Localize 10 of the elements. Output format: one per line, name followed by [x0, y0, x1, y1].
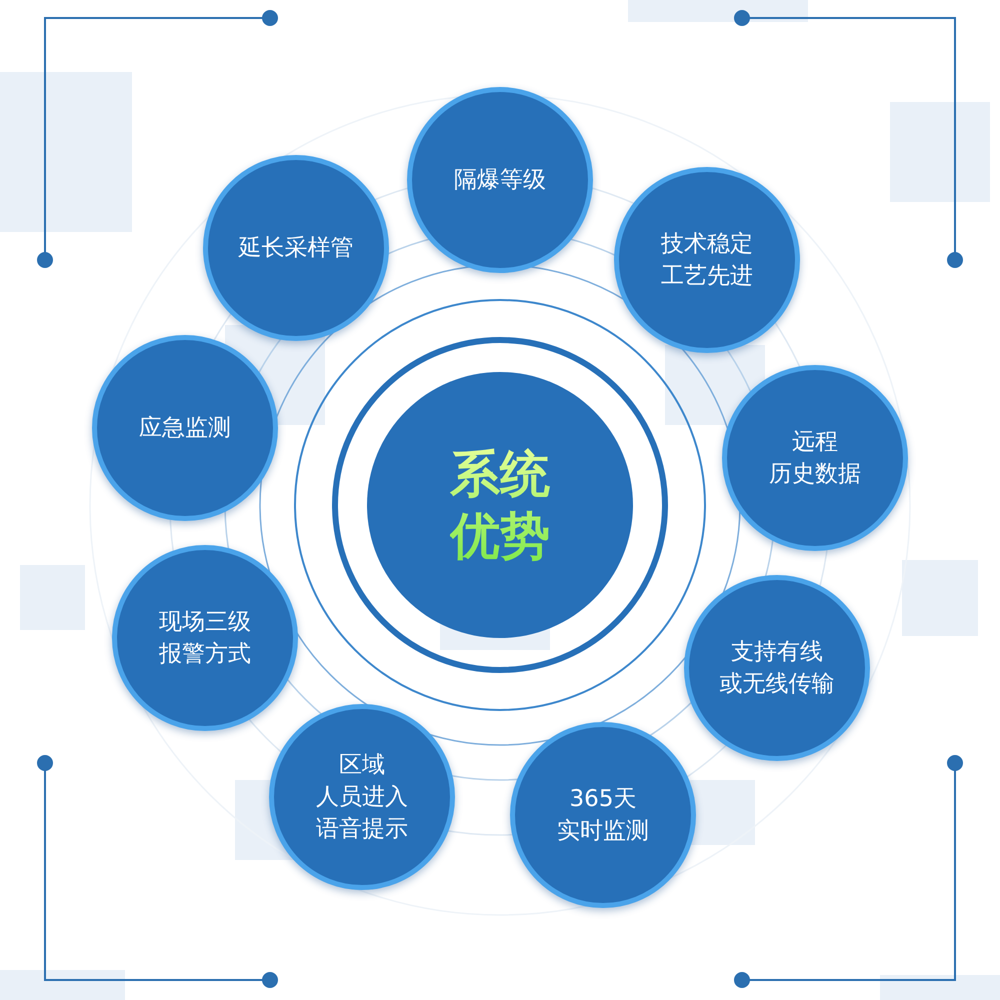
feature-label: 远程历史数据	[769, 428, 861, 489]
feature-label: 区域人员进入语音提示	[316, 751, 408, 844]
feature-label: 延长采样管	[238, 234, 354, 263]
feature-label: 隔爆等级	[454, 166, 546, 195]
feature-label: 现场三级报警方式	[159, 608, 251, 669]
feature-label: 技术稳定工艺先进	[661, 230, 753, 291]
feature-label: 应急监测	[139, 414, 231, 443]
feature-circle	[722, 365, 908, 551]
feature-label: 365天实时监测	[557, 785, 649, 846]
feature-label: 支持有线或无线传输	[720, 638, 834, 699]
